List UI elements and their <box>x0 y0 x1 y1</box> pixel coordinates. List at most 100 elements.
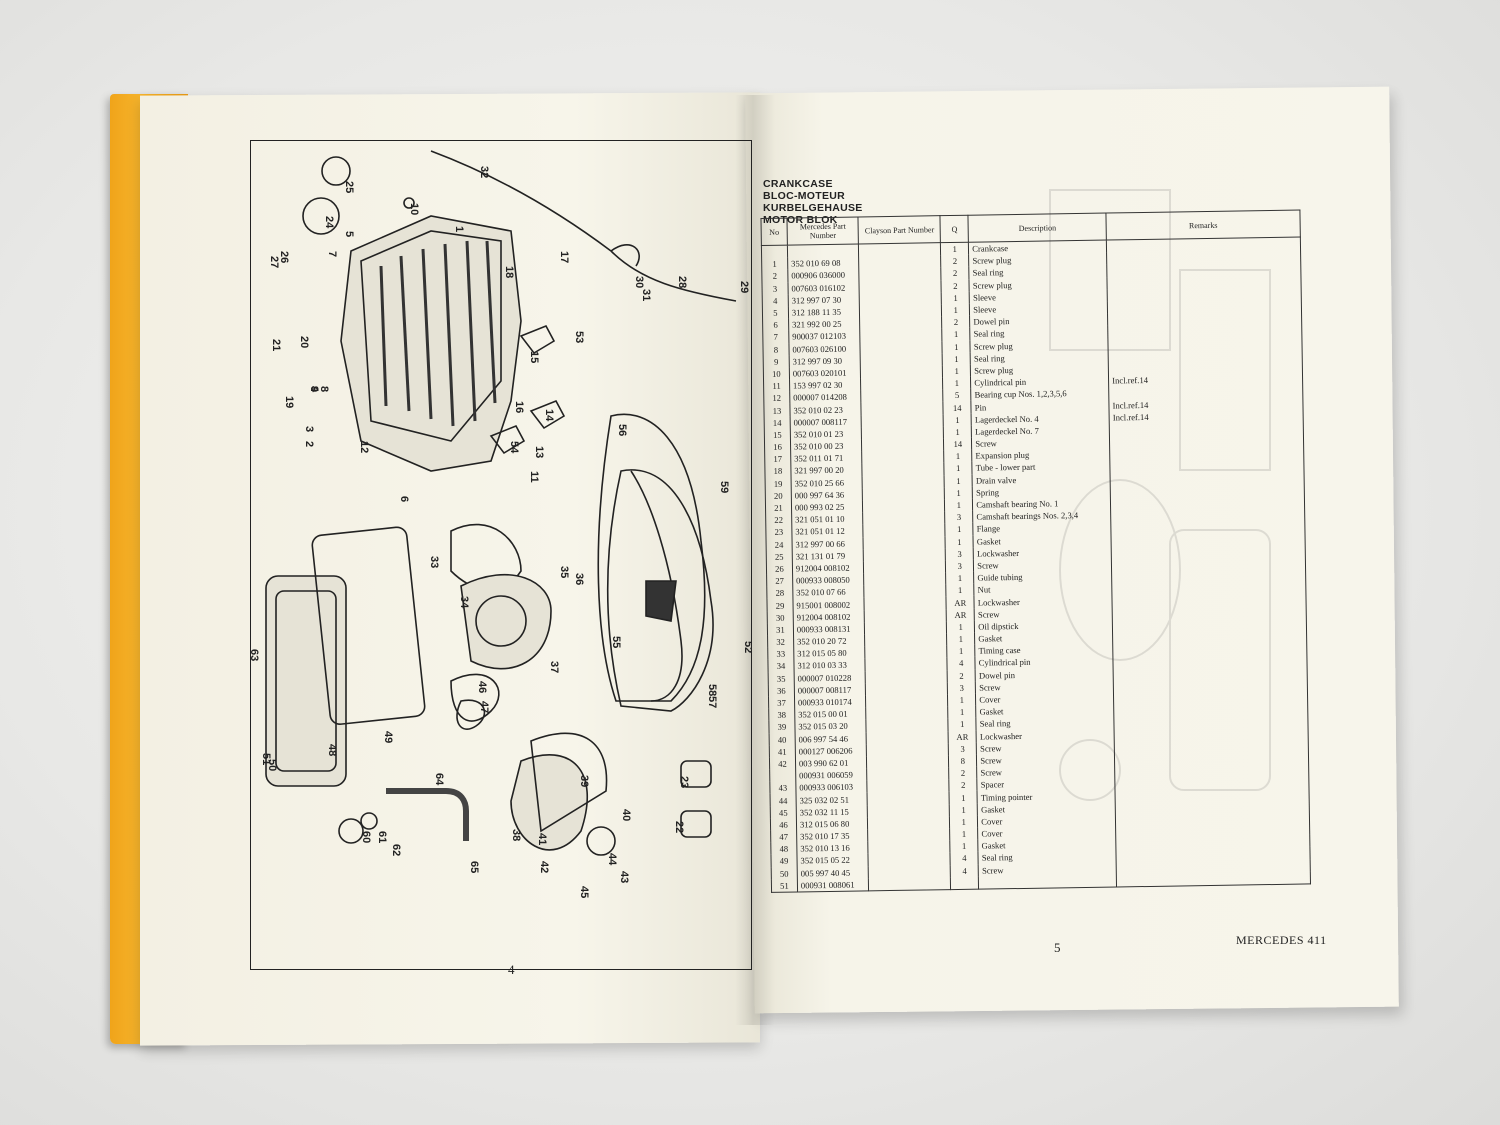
callout-number: 53 <box>573 331 585 343</box>
cell-q: 1 <box>942 376 971 390</box>
cell-merc: 000906 036000 <box>787 268 860 283</box>
cell-q: 2 <box>941 315 971 329</box>
cell-merc: 312 997 09 30 <box>789 354 861 368</box>
cell-no: 39 <box>768 720 795 734</box>
cell-q: 1 <box>945 571 975 585</box>
cell-merc: 000 997 64 36 <box>791 488 863 502</box>
title-line-nl: MOTOR BLOK <box>763 214 838 226</box>
cell-q: 1 <box>942 364 971 378</box>
cell-no: 23 <box>765 525 792 539</box>
cell-no: 50 <box>771 867 798 880</box>
cell-merc: 321 051 01 10 <box>791 512 864 526</box>
callout-number: 46 <box>476 681 488 693</box>
callout-number: 16 <box>513 401 525 413</box>
callout-number: 17 <box>558 251 570 263</box>
callout-number: 38 <box>510 829 522 841</box>
cell-merc: 312 997 07 30 <box>788 293 860 307</box>
cell-q: 1 <box>940 242 969 256</box>
cell-q: AR <box>948 730 977 743</box>
callout-number: 34 <box>458 596 470 609</box>
cell-q: 1 <box>947 693 976 707</box>
cell-q: 1 <box>945 523 974 536</box>
cell-merc: 000933 008050 <box>792 573 865 587</box>
callout-number: 32 <box>478 166 490 178</box>
callout-number: 45 <box>578 886 590 898</box>
cell-q: 1 <box>949 827 979 841</box>
cell-merc: 915001 008002 <box>792 597 865 612</box>
cell-q: 3 <box>945 559 974 573</box>
show-through-ghost <box>1049 189 1271 801</box>
parts-table-wrapper: No Mercedes Part Number Clayson Part Num… <box>760 180 1312 934</box>
cell-no <box>761 245 788 259</box>
left-page-number: 4 <box>508 962 515 977</box>
cell-no: 15 <box>764 428 791 441</box>
cell-q: 2 <box>941 267 970 280</box>
callout-number: 40 <box>620 809 632 821</box>
cell-no: 42 <box>769 757 796 770</box>
callout-number: 49 <box>382 731 394 743</box>
cell-no: 48 <box>770 842 797 856</box>
cell-q: 1 <box>944 462 973 475</box>
header-remarks: Remarks <box>1106 210 1301 241</box>
cell-merc: 352 010 20 72 <box>793 634 866 648</box>
callout-number: 15 <box>528 351 540 363</box>
cell-no: 47 <box>770 830 797 844</box>
callout-number: 21 <box>270 339 282 351</box>
callout-number: 29 <box>738 281 750 293</box>
cell-no: 46 <box>770 818 797 831</box>
callout-number: 43 <box>618 871 630 883</box>
cell-no <box>769 769 796 783</box>
cell-no: 51 <box>771 879 798 893</box>
title-line-de: KURBELGEHAUSE <box>763 202 863 214</box>
cell-no: 30 <box>767 611 794 624</box>
callout-number: 57 <box>706 696 718 708</box>
cell-q: 1 <box>949 791 978 804</box>
callout-number: 47 <box>478 701 490 713</box>
cell-merc: 003 990 62 01 <box>795 756 868 770</box>
callout-number: 60 <box>360 831 372 843</box>
cell-q: 2 <box>941 279 970 292</box>
cell-merc: 321 997 00 20 <box>790 463 863 478</box>
callout-number: 36 <box>573 573 585 585</box>
cell-no: 27 <box>766 574 793 588</box>
cell-q: 1 <box>943 449 973 463</box>
cell-merc: 912004 008102 <box>793 610 865 624</box>
cell-no: 14 <box>764 416 791 429</box>
cell-merc: 321 992 00 25 <box>788 317 861 331</box>
cell-q: 14 <box>943 437 972 451</box>
callout-number: 51 <box>260 753 272 765</box>
cell-no: 25 <box>766 550 793 563</box>
cell-merc: 153 997 02 30 <box>789 378 862 392</box>
callout-number: 33 <box>428 556 440 568</box>
cell-q: 2 <box>949 778 978 792</box>
cell-q: 2 <box>948 766 978 780</box>
callout-number: 27 <box>268 256 280 268</box>
cell-q: 2 <box>940 254 970 268</box>
callout-number: 64 <box>433 773 445 786</box>
cell-no: 36 <box>768 684 795 697</box>
callout-number: 14 <box>543 409 555 422</box>
cell-merc: 312 997 00 66 <box>791 536 864 551</box>
callout-number: 9 <box>308 386 320 392</box>
cell-q: 1 <box>944 498 973 512</box>
gutter-shadow <box>735 95 775 1025</box>
cell-merc: 352 010 17 35 <box>796 829 869 843</box>
cell-merc: 321 131 01 79 <box>792 549 864 563</box>
cell-merc: 352 010 01 23 <box>790 427 862 441</box>
callout-number: 61 <box>376 831 388 843</box>
cell-q: 4 <box>947 657 976 670</box>
cell-merc: 900037 012103 <box>788 329 861 344</box>
cell-no: 32 <box>767 635 794 649</box>
callout-number: 50 <box>266 759 278 771</box>
cell-merc: 352 010 02 23 <box>789 402 862 417</box>
callout-number: 23 <box>678 776 690 788</box>
cell-no: 16 <box>764 440 791 454</box>
cell-merc: 000931 006059 <box>795 768 868 782</box>
callout-number: 28 <box>676 276 688 288</box>
cell-q: 1 <box>942 328 971 341</box>
callout-number: 54 <box>508 441 520 454</box>
cell-q: 1 <box>945 535 974 548</box>
footer-model: MERCEDES 411 <box>1236 933 1327 947</box>
callout-number: 5 <box>343 231 355 237</box>
